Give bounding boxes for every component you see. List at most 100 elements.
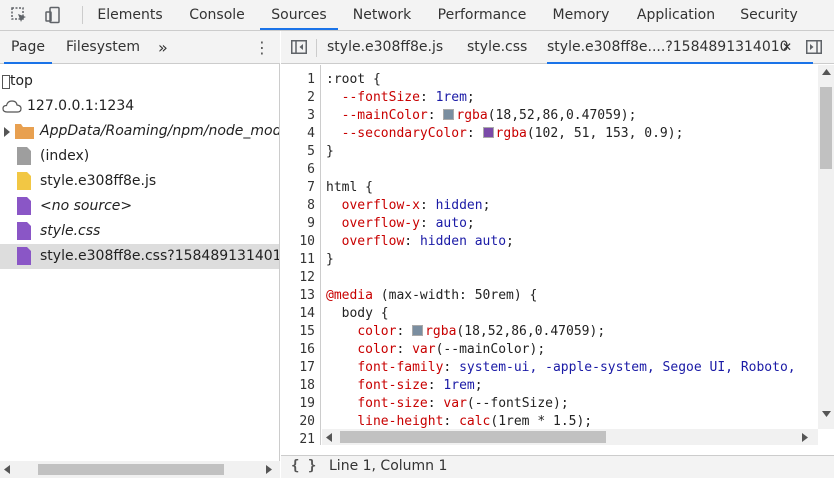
toggle-debugger-icon[interactable] (806, 40, 822, 58)
code-line[interactable]: :root { (326, 72, 381, 87)
line-number[interactable]: 14 (299, 306, 315, 321)
code-line[interactable]: overflow: hidden auto; (341, 234, 514, 249)
code-line[interactable]: --fontSize: 1rem; (341, 90, 475, 105)
tree-item-label: top (10, 73, 33, 89)
code-line[interactable]: @media (max-width: 50rem) { (326, 288, 538, 303)
inspect-element-icon[interactable] (4, 0, 34, 30)
code-line[interactable]: color: rgba(18,52,86,0.47059); (357, 324, 606, 339)
line-number[interactable]: 21 (299, 432, 315, 445)
tab-page[interactable]: Page (4, 31, 52, 64)
tab-filesystem[interactable]: Filesystem (66, 39, 141, 55)
tab-performance[interactable]: Performance (437, 7, 527, 23)
more-tabs-icon[interactable]: » (158, 38, 168, 57)
tree-item-js[interactable]: style.e308ff8e.js (0, 169, 279, 194)
line-number-gutter[interactable]: 1 2 3 4 5 6 7 8 9 10 11 12 13 14 15 16 1… (281, 65, 321, 445)
tree-item-label: style.e308ff8e.css?1584891314010 (40, 248, 279, 264)
code-line[interactable]: } (326, 252, 334, 267)
editor-tab-js[interactable]: style.e308ff8e.js (327, 39, 444, 55)
tree-item-style-bundle-css[interactable]: style.e308ff8e.css?1584891314010 (0, 244, 279, 269)
scrollbar-thumb[interactable] (38, 464, 224, 475)
css-file-icon (17, 197, 31, 215)
line-number[interactable]: 7 (307, 180, 315, 195)
tree-item-label: 127.0.0.1:1234 (27, 98, 135, 114)
line-number[interactable]: 16 (299, 342, 315, 357)
line-number[interactable]: 4 (307, 126, 315, 141)
css-file-icon (17, 222, 31, 240)
scrollbar-thumb[interactable] (820, 87, 832, 169)
tab-sources[interactable]: Sources (260, 0, 338, 30)
code-line[interactable]: --mainColor: rgba(18,52,86,0.47059); (341, 108, 637, 123)
folder-icon (15, 124, 34, 139)
line-number[interactable]: 15 (299, 324, 315, 339)
tab-network[interactable]: Network (352, 7, 412, 23)
code-line[interactable]: line-height: calc(1rem * 1.5); (357, 414, 593, 429)
device-toolbar-icon[interactable] (38, 0, 68, 30)
tree-item-top[interactable]: top (0, 69, 279, 94)
tab-divider (316, 39, 317, 57)
code-line[interactable]: color: var(--mainColor); (357, 342, 546, 357)
tree-item-label: AppData/Roaming/npm/node_modu (40, 123, 279, 139)
line-number[interactable]: 12 (299, 270, 315, 285)
line-number[interactable]: 1 (307, 72, 315, 87)
editor-tab-active[interactable]: style.e308ff8e....?1584891314010 (547, 31, 813, 64)
code-line[interactable]: --secondaryColor: rgba(102, 51, 153, 0.9… (341, 126, 684, 141)
tab-security[interactable]: Security (740, 7, 798, 23)
line-number[interactable]: 2 (307, 90, 315, 105)
scroll-down-icon[interactable] (822, 411, 831, 417)
editor-tab-style-css[interactable]: style.css (467, 39, 528, 55)
line-number[interactable]: 19 (299, 396, 315, 411)
code-line[interactable]: font-family: system-ui, -apple-system, S… (357, 360, 796, 375)
line-number[interactable]: 20 (299, 414, 315, 429)
tab-application[interactable]: Application (636, 7, 716, 23)
tree-item-no-source[interactable]: <no source> (0, 194, 279, 219)
scrollbar-thumb[interactable] (340, 431, 606, 443)
code-line[interactable]: overflow-y: auto; (341, 216, 475, 231)
scroll-up-icon[interactable] (822, 69, 831, 75)
toggle-navigator-icon[interactable] (291, 40, 307, 58)
line-number[interactable]: 8 (307, 198, 315, 213)
line-number[interactable]: 10 (299, 234, 315, 249)
line-number[interactable]: 3 (307, 108, 315, 123)
scroll-left-icon[interactable] (4, 465, 10, 474)
line-number[interactable]: 17 (299, 360, 315, 375)
pretty-print-icon[interactable]: { } (291, 458, 317, 474)
close-tab-icon[interactable]: ✕ (782, 40, 793, 54)
tree-item-style-css[interactable]: style.css (0, 219, 279, 244)
code-line[interactable]: body { (326, 306, 389, 321)
tab-console[interactable]: Console (189, 7, 245, 23)
navigator-panel: Page Filesystem » ⋮ top 127.0.0.1:1234 A… (0, 31, 280, 478)
editor-tabs: style.e308ff8e.js style.css style.e308ff… (281, 31, 834, 64)
scroll-right-icon[interactable] (266, 465, 272, 474)
code-line[interactable]: font-size: 1rem; (357, 378, 483, 393)
document-icon (17, 147, 31, 165)
tab-elements[interactable]: Elements (97, 7, 163, 23)
status-bar: { } Line 1, Column 1 (281, 455, 834, 478)
code-line[interactable]: font-size: var(--fontSize); (357, 396, 569, 411)
code-editor[interactable]: :root { --fontSize: 1rem; --mainColor: r… (322, 65, 818, 429)
code-line[interactable]: } (326, 144, 334, 159)
tree-item-index[interactable]: (index) (0, 144, 279, 169)
tree-item-origin[interactable]: 127.0.0.1:1234 (0, 94, 279, 119)
tab-memory[interactable]: Memory (552, 7, 610, 23)
scroll-right-icon[interactable] (802, 433, 808, 442)
expand-arrow-icon[interactable] (3, 127, 11, 137)
line-number[interactable]: 9 (307, 216, 315, 231)
color-swatch-icon[interactable] (482, 127, 494, 138)
line-number[interactable]: 11 (299, 252, 315, 267)
code-line[interactable]: overflow-x: hidden; (341, 198, 491, 213)
line-number[interactable]: 13 (299, 288, 315, 303)
tree-item-label: style.css (40, 223, 101, 239)
navigator-menu-icon[interactable]: ⋮ (254, 38, 270, 57)
editor-vertical-scrollbar[interactable] (818, 65, 834, 429)
line-number[interactable]: 6 (307, 162, 315, 177)
scroll-left-icon[interactable] (326, 433, 332, 442)
navigator-tabs: Page Filesystem » ⋮ (0, 31, 280, 64)
navigator-horizontal-scrollbar[interactable] (0, 461, 280, 478)
color-swatch-icon[interactable] (412, 325, 424, 336)
editor-horizontal-scrollbar[interactable] (322, 429, 818, 445)
color-swatch-icon[interactable] (443, 109, 455, 120)
tree-item-folder[interactable]: AppData/Roaming/npm/node_modu (0, 119, 279, 144)
line-number[interactable]: 5 (307, 144, 315, 159)
code-line[interactable]: html { (326, 180, 373, 195)
line-number[interactable]: 18 (299, 378, 315, 393)
